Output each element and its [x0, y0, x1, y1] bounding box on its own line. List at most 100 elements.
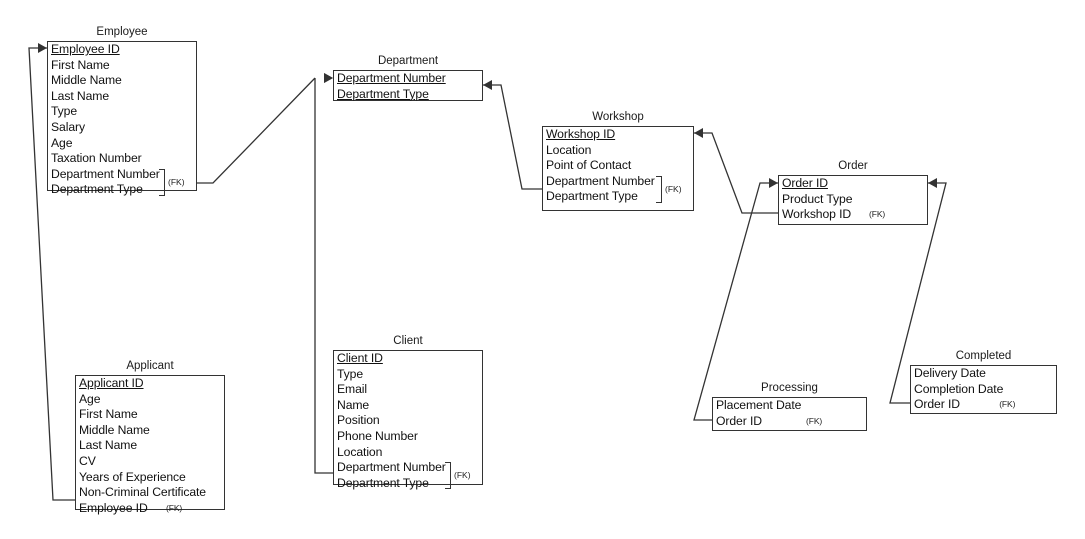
attribute-applicant: CV: [76, 454, 224, 470]
attribute-workshop: Point of Contact: [543, 158, 693, 174]
attribute-label: Middle Name: [79, 422, 150, 437]
attribute-label: Department Number: [546, 173, 655, 188]
relationship-arrowhead: [769, 178, 778, 188]
attribute-completed: Completion Date: [911, 382, 1056, 398]
relationship-arrowhead: [694, 128, 703, 138]
attribute-label: Age: [79, 391, 101, 406]
attribute-label: Employee ID: [79, 500, 148, 515]
attribute-employee: Taxation Number: [48, 151, 196, 167]
foreign-key-attribute-applicant: Employee ID (FK): [76, 501, 224, 517]
attribute-applicant: Middle Name: [76, 423, 224, 439]
attribute-label: Last Name: [79, 438, 138, 453]
fk-marker: (FK): [665, 183, 682, 194]
attribute-label: Delivery Date: [914, 366, 986, 380]
attribute-label: Age: [51, 135, 73, 150]
relationship-line: [314, 78, 333, 474]
attribute-label: CV: [79, 453, 96, 468]
attribute-employee: Last Name: [48, 89, 196, 105]
attribute-label: Type: [51, 104, 78, 119]
attribute-label: Department Number: [337, 71, 446, 85]
attribute-label: Employee ID: [51, 42, 120, 56]
fk-marker: (FK): [454, 470, 471, 480]
attribute-completed: Delivery Date: [911, 366, 1056, 382]
fk-marker: (FK): [166, 502, 183, 513]
relationship-employee-department: [177, 73, 333, 184]
attribute-label: Last Name: [51, 88, 110, 103]
attribute-label: Taxation Number: [51, 151, 142, 166]
attribute-applicant: First Name: [76, 407, 224, 423]
foreign-key-attribute-order: Workshop ID (FK): [779, 207, 927, 223]
fk-marker: (FK): [168, 176, 185, 187]
attribute-label: Department Number: [337, 460, 446, 475]
attribute-employee: Type: [48, 104, 196, 120]
attribute-label: Order ID: [716, 413, 762, 428]
fk-marker: (FK): [869, 209, 886, 220]
foreign-key-attribute-workshop: Department Type: [543, 189, 693, 205]
relationship-arrowhead: [38, 43, 47, 53]
foreign-key-attribute-workshop: Department Number: [543, 174, 693, 190]
relationship-department-client: [314, 73, 333, 474]
entity-title-order: Order: [838, 160, 868, 172]
fk-bracket-client: [445, 462, 451, 490]
attribute-label: Type: [337, 366, 364, 381]
attribute-client: Location: [334, 445, 482, 461]
fk-marker: (FK): [999, 399, 1016, 410]
fk-bracket-workshop: [656, 175, 662, 203]
relationship-workshop-department: [483, 80, 542, 190]
attribute-label: Workshop ID: [782, 207, 852, 222]
attribute-client: Type: [334, 367, 482, 383]
attribute-label: Completion Date: [914, 381, 1004, 396]
attribute-applicant: Years of Experience: [76, 470, 224, 486]
attribute-label: Department Type: [546, 189, 638, 204]
attribute-client: Email: [334, 382, 482, 398]
entity-title-processing: Processing: [761, 382, 818, 394]
attribute-label: Email: [337, 382, 367, 397]
attribute-client: Name: [334, 398, 482, 414]
attribute-label: Workshop ID: [546, 127, 616, 141]
attribute-label: Salary: [51, 119, 85, 134]
attribute-label: Middle Name: [51, 73, 122, 88]
primary-key-attribute-client: Client ID: [334, 351, 482, 367]
relationship-line: [483, 84, 542, 190]
entity-title-applicant: Applicant: [126, 360, 174, 372]
entity-title-employee: Employee: [96, 26, 148, 38]
relationship-line: [694, 132, 778, 214]
attribute-workshop: Location: [543, 143, 693, 159]
foreign-key-attribute-employee: Department Number: [48, 167, 196, 183]
attribute-label: Order ID: [782, 176, 828, 190]
primary-key-attribute-department: Department Number: [334, 71, 482, 87]
primary-key-attribute-workshop: Workshop ID: [543, 127, 693, 143]
foreign-key-attribute-processing: Order ID(FK): [713, 414, 866, 430]
primary-key-attribute-order: Order ID: [779, 176, 927, 192]
relationship-arrowhead: [483, 80, 492, 90]
relationship-arrowhead: [324, 73, 333, 83]
attribute-employee: First Name: [48, 58, 196, 74]
attribute-employee: Middle Name: [48, 73, 196, 89]
foreign-key-attribute-completed: Order ID (FK): [911, 397, 1056, 413]
attribute-label: Client ID: [337, 351, 383, 365]
attribute-client: Phone Number: [334, 429, 482, 445]
attribute-label: Department Type: [337, 475, 429, 490]
attribute-label: Non-Criminal Certificate: [79, 485, 206, 500]
attribute-label: Order ID: [914, 397, 960, 412]
attribute-processing: Placement Date: [713, 398, 866, 414]
entity-title-client: Client: [393, 335, 423, 347]
attribute-applicant: Non-Criminal Certificate: [76, 485, 224, 501]
primary-key-attribute-employee: Employee ID: [48, 42, 196, 58]
attribute-label: Location: [337, 444, 383, 459]
attribute-label: Position: [337, 413, 380, 428]
